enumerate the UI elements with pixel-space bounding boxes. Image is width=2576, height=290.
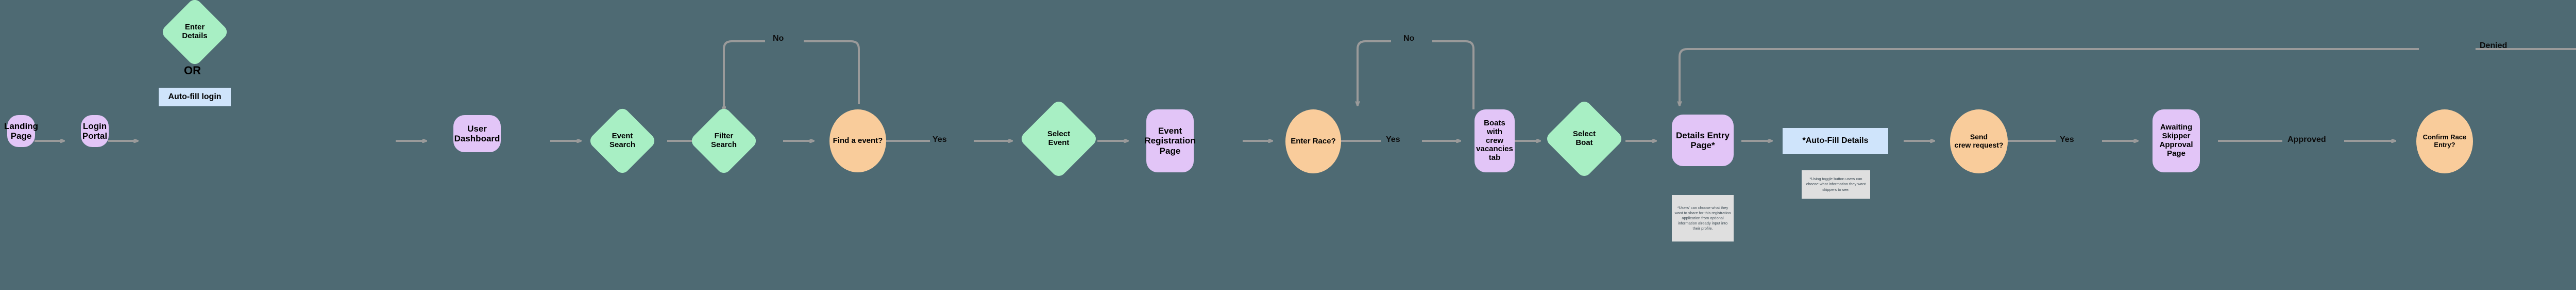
edge-no-loop-findevent-to-filtersearch [804, 40, 860, 104]
edge-no-loop-arrow-into-filtersearch [724, 40, 765, 111]
edge-no-loop-arrow-into-registration [1358, 40, 1391, 106]
edge-no-loop-enterrace-to-registration [1432, 40, 1475, 109]
node-label-auto-fill-details: *Auto-Fill Details [1802, 136, 1869, 146]
note-details-entry-page: *Users' can choose what they want to sha… [1672, 195, 1734, 241]
edge-denied-to-boats [1680, 48, 2419, 106]
node-find-a-event[interactable]: Find a event? [829, 109, 886, 172]
node-auto-fill-details[interactable]: *Auto-Fill Details [1783, 128, 1888, 154]
edge-label-no-filter-loop: No [773, 34, 784, 43]
edge-denied-from-awaiting [2476, 48, 2576, 50]
edge-label-denied: Denied [2480, 41, 2507, 50]
edge-label-yes-send-crew: Yes [2060, 135, 2074, 144]
note-text-auto-fill-details: *Using toggle button users can choose wh… [1806, 176, 1866, 192]
edge-label-no-enter-race: No [1403, 34, 1415, 43]
node-auto-fill-login[interactable]: Auto-fill login [159, 88, 231, 106]
node-label-find-a-event: Find a event? [833, 136, 883, 145]
note-text-details-entry-page: *Users' can choose what they want to sha… [1674, 205, 1731, 231]
node-label-enter-race: Enter Race? [1291, 136, 1336, 146]
node-enter-race[interactable]: Enter Race? [1285, 109, 1341, 173]
edge-label-or: OR [184, 64, 201, 77]
edge-label-yes-find-event: Yes [933, 135, 947, 144]
edge-label-approved: Approved [2287, 135, 2326, 144]
node-label-auto-fill-login: Auto-fill login [168, 92, 222, 102]
edge-label-yes-enter-race: Yes [1386, 135, 1400, 144]
note-auto-fill-details: *Using toggle button users can choose wh… [1802, 170, 1870, 199]
